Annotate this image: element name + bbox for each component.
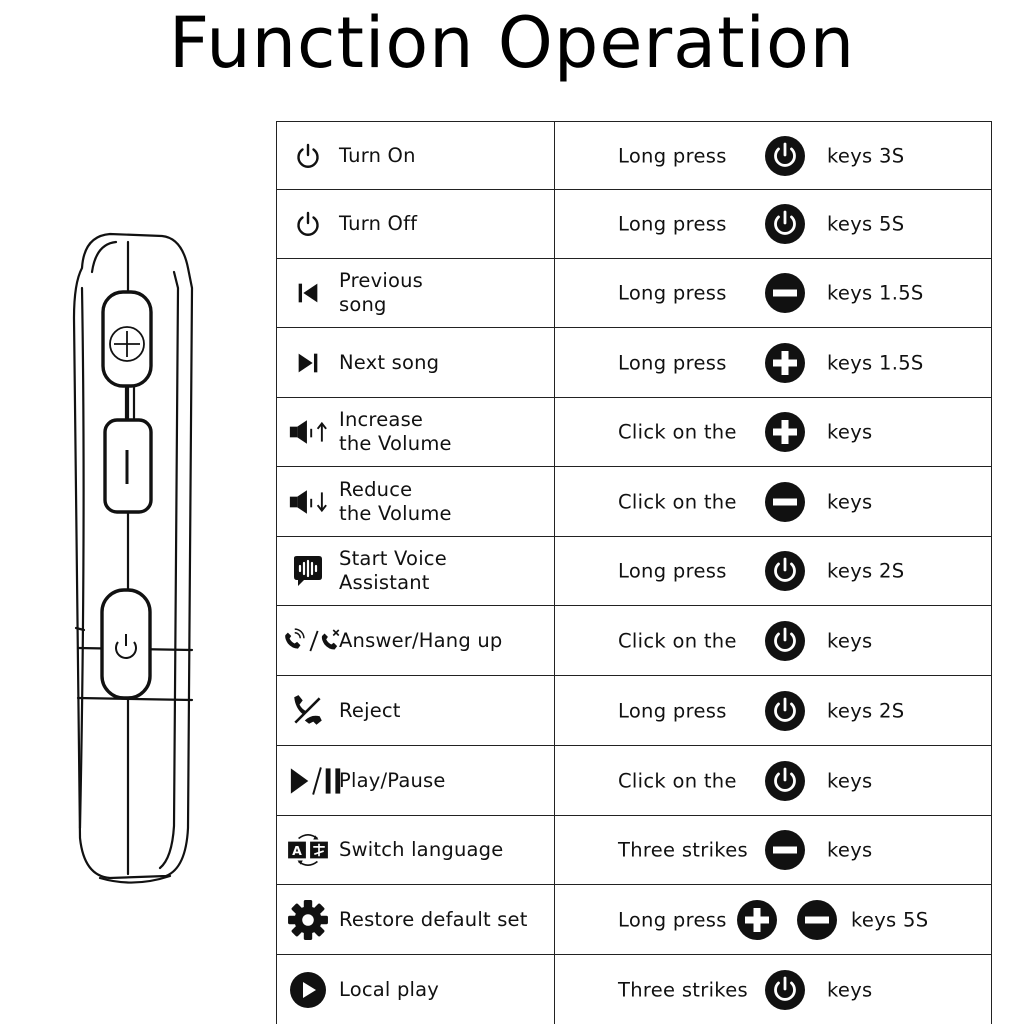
function-label: Reject [339,698,401,722]
operation-action-text: Long press [618,351,727,374]
function-label: Increase the Volume [339,408,452,455]
function-cell: Answer/Hang up [276,605,555,676]
function-cell: Increase the Volume [276,397,555,467]
operation-cell: Three strikes keys [554,954,992,1024]
table-row: Reduce the Volume Click on the keys [276,466,992,537]
function-cell: Turn On [276,121,555,190]
operation-cell: Click on the keys [554,466,992,537]
operation-action-text: Long press [618,699,727,722]
operation-cell: Click on the keys [554,745,992,816]
operation-action-text: Long press [618,144,727,167]
table-row: Increase the Volume Click on the keys [276,397,992,467]
minus-key-icon [796,899,838,941]
operation-suffix-text: keys [827,420,873,444]
power-key-icon [764,759,806,802]
operation-cell: Long press keys 5S [554,189,992,259]
function-cell: Restore default set [276,884,555,955]
function-label: Next song [339,350,440,374]
operation-cell: Long press keys 5S [554,884,992,955]
plus-key-icon [764,411,806,453]
page-title: Function Operation [168,2,856,84]
function-cell: Start Voice Assistant [276,536,555,606]
table-row: Play/Pause Click on the keys [276,745,992,816]
operation-action-text: Long press [618,281,727,305]
operation-suffix-text: keys 5S [827,212,905,236]
minus-key-icon [764,272,806,314]
table-row: Previous song Long press keys 1.5S [276,258,992,328]
operation-suffix-text: keys [827,490,873,513]
operation-suffix-text: keys [827,838,873,862]
function-cell: Reduce the Volume [276,466,555,537]
function-cell: Turn Off [276,189,555,259]
operation-suffix-text: keys [827,769,873,792]
operation-cell: Click on the keys [554,605,992,676]
function-cell: Switch language [276,815,555,885]
function-cell: Local play [276,954,555,1024]
table-row: Turn Off Long press keys 5S [276,189,992,259]
operation-cell: Click on the keys [554,397,992,467]
function-label: Local play [339,977,440,1001]
function-label: Answer/Hang up [339,628,503,652]
function-cell: Reject [276,675,555,746]
power-key-icon [764,689,806,732]
table-row: Switch language Three strikes keys [276,815,992,885]
operation-cell: Long press keys 1.5S [554,327,992,398]
table-row: Turn On Long press keys 3S [276,121,992,190]
operation-cell: Three strikes keys [554,815,992,885]
operation-action-text: Click on the [618,420,737,444]
table-row: Local play Three strikes keys [276,954,992,1024]
power-key-icon [764,968,806,1011]
operation-action-text: Click on the [618,629,737,652]
device-illustration [72,232,194,884]
operation-suffix-text: keys 1.5S [827,281,924,305]
function-label: Turn Off [339,212,418,235]
operation-action-text: Long press [618,908,727,931]
table-row: Answer/Hang up Click on the keys [276,605,992,676]
device-minus-button [103,418,153,514]
operation-cell: Long press keys 2S [554,675,992,746]
operation-action-text: Long press [618,212,727,236]
operation-suffix-text: keys 5S [851,908,929,931]
operation-action-text: Click on the [618,769,737,792]
operation-cell: Long press keys 1.5S [554,258,992,328]
device-power-button [100,588,152,700]
function-label: Restore default set [339,907,528,931]
table-row: Start Voice Assistant Long press keys 2S [276,536,992,606]
function-label: Start Voice Assistant [339,547,447,594]
operation-action-text: Long press [618,559,727,583]
function-label: Switch language [339,838,504,861]
minus-key-icon [764,481,806,523]
device-plus-button [101,290,153,388]
function-cell: Previous song [276,258,555,328]
operation-action-text: Three strikes [618,838,748,862]
table-row: Restore default set Long press keys 5S [276,884,992,955]
table-row: Next song Long press keys 1.5S [276,327,992,398]
plus-key-icon [736,899,778,941]
function-label: Previous song [339,269,424,316]
operation-suffix-text: keys 1.5S [827,351,924,374]
operation-suffix-text: keys 2S [827,699,905,722]
operation-suffix-text: keys 2S [827,559,905,583]
function-label: Play/Pause [339,768,446,792]
operation-cell: Long press keys 2S [554,536,992,606]
power-key-icon [764,619,806,662]
function-label: Turn On [339,143,416,167]
function-cell: Next song [276,327,555,398]
function-cell: Play/Pause [276,745,555,816]
plus-key-icon [764,342,806,384]
operation-suffix-text: keys 3S [827,144,905,167]
operation-cell: Long press keys 3S [554,121,992,190]
power-key-icon [764,550,806,592]
power-key-icon [764,203,806,245]
operation-action-text: Click on the [618,490,737,513]
power-key-icon [764,134,806,177]
table-row: Reject Long press keys 2S [276,675,992,746]
operation-action-text: Three strikes [618,978,748,1001]
operation-suffix-text: keys [827,629,873,652]
operation-suffix-text: keys [827,978,873,1001]
function-label: Reduce the Volume [339,477,452,525]
minus-key-icon [764,829,806,871]
